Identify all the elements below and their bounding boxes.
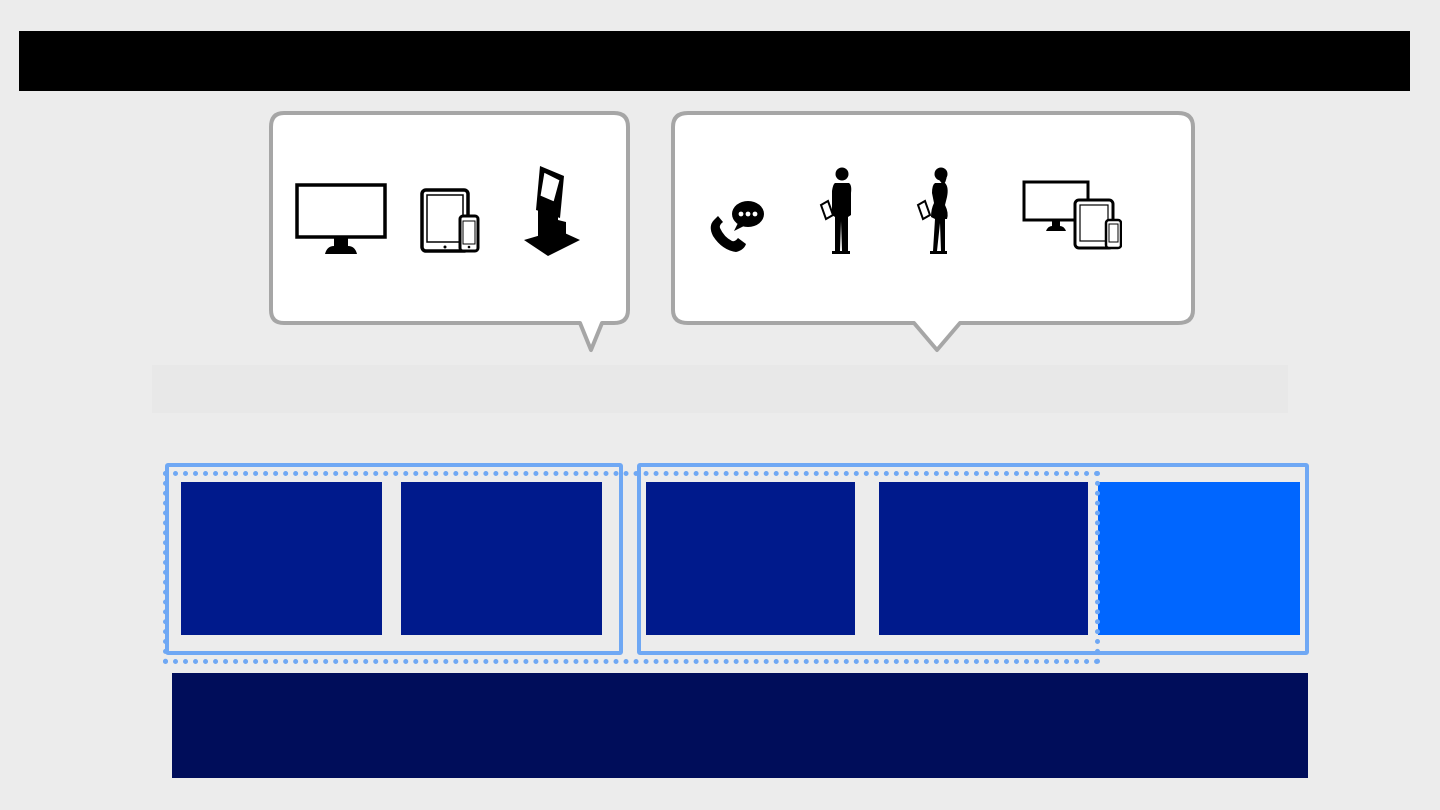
kiosk-icon: [524, 166, 580, 256]
female-staff-tablet-icon: [916, 167, 948, 254]
divider-band: [152, 365, 1288, 413]
tile-1: [181, 482, 382, 635]
tile-5: [1098, 482, 1300, 635]
phone-chat-icon: [710, 201, 764, 252]
group-frame-dotted: [163, 471, 1100, 664]
tile-2: [401, 482, 602, 635]
tile-4: [879, 482, 1088, 635]
desktop-monitor-icon: [295, 183, 387, 254]
tile-3: [646, 482, 855, 635]
group-frame-right: [637, 463, 1309, 655]
title-bar: [19, 31, 1410, 91]
footer-bar: [172, 673, 1308, 778]
devices-bubble: [269, 111, 1195, 352]
male-staff-tablet-icon: [819, 167, 852, 254]
tablet-phone-icon: [420, 188, 480, 253]
multi-device-icon: [1022, 180, 1122, 250]
